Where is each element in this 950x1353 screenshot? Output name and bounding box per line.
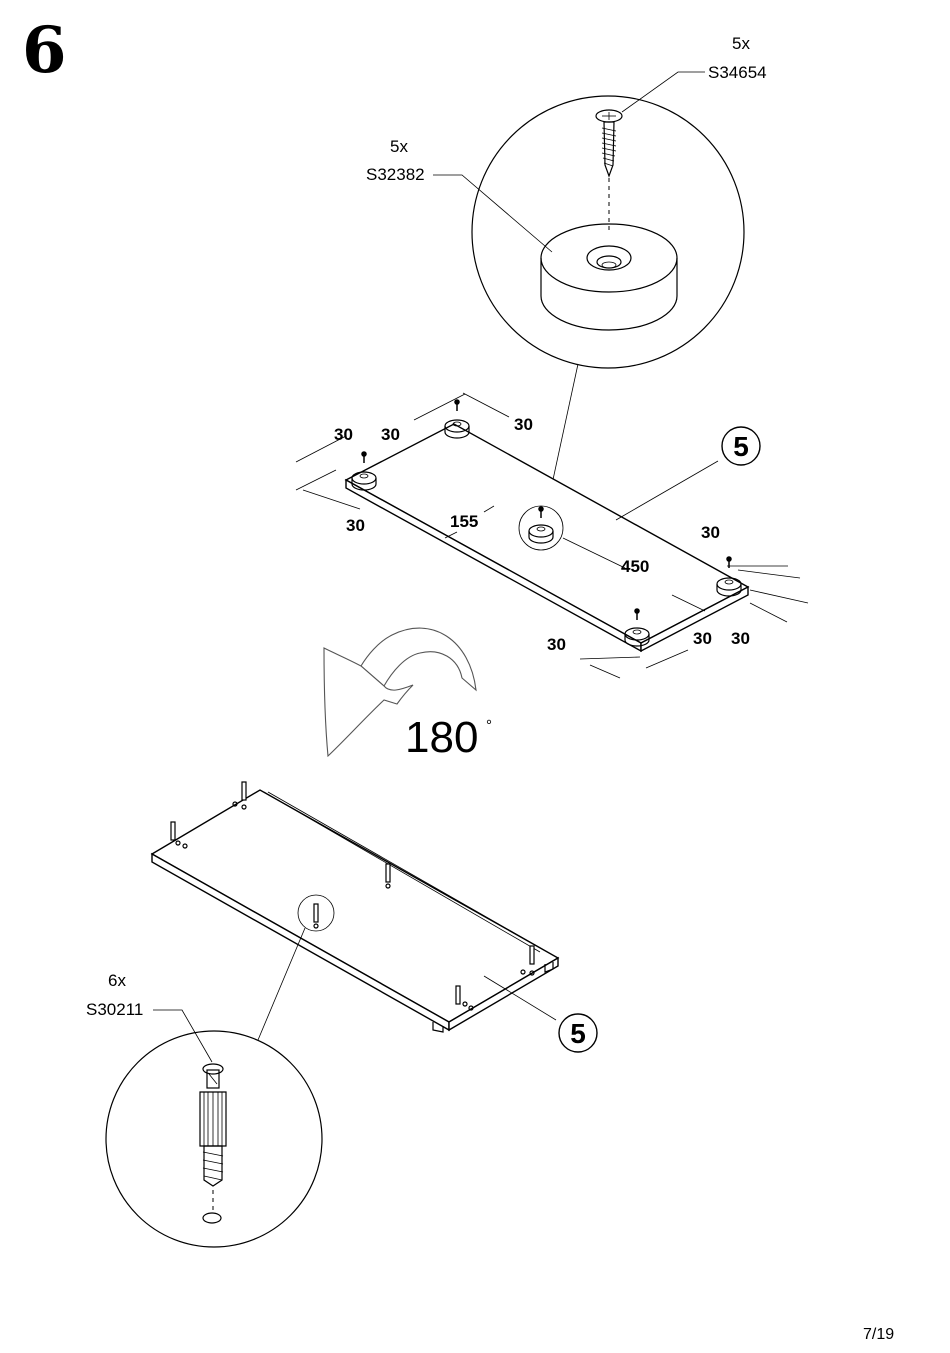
screw-icon	[361, 399, 732, 620]
foot-pad-icon	[716, 577, 742, 597]
screw-code: S34654	[708, 63, 767, 82]
step-number: 6	[22, 13, 67, 88]
dimension-label: 30	[547, 635, 566, 654]
foot-leader-line	[433, 174, 553, 253]
rotate-arrow-icon	[323, 627, 477, 758]
dimension-label: 30	[381, 425, 400, 444]
detail-marker-circle	[297, 894, 335, 932]
foot-pad-icon	[351, 471, 377, 491]
screw-leader-line	[621, 71, 705, 113]
dimension-label: 30	[701, 523, 720, 542]
foot-qty: 5x	[390, 137, 408, 156]
dimension-label: 450	[621, 557, 649, 576]
screw-icon	[595, 109, 623, 230]
dowel-leader-line	[153, 1009, 213, 1063]
dimension-label: 155	[450, 512, 478, 531]
foot-pad-icon	[518, 505, 564, 551]
screw-qty: 5x	[732, 34, 750, 53]
board-bottom-view	[150, 789, 560, 1033]
dowel-code: S30211	[86, 1000, 143, 1019]
foot-pad-icon	[540, 223, 678, 331]
dimension-label: 30	[334, 425, 353, 444]
foot-pad-icon	[444, 419, 470, 439]
dowel-detail-circle	[105, 1030, 323, 1248]
detail-pointer-line	[257, 927, 306, 1041]
dowel-icon	[199, 1063, 227, 1224]
foot-code: S32382	[366, 165, 425, 184]
dimension-label: 30	[514, 415, 533, 434]
dimension-lines	[295, 392, 809, 679]
dimension-label: 30	[693, 629, 712, 648]
part-number: 5	[733, 431, 749, 462]
rotation-value: 180	[405, 713, 478, 762]
part-leader-line	[483, 975, 557, 1021]
foot-detail-circle	[471, 95, 745, 369]
part-number-badge: 5	[721, 426, 761, 466]
dowel-qty: 6x	[108, 971, 126, 990]
part-number: 5	[570, 1018, 586, 1049]
dowel-icon	[170, 781, 535, 1011]
rotation-unit: °	[486, 717, 492, 734]
page-number: 7/19	[863, 1326, 894, 1343]
board-top-view	[344, 423, 750, 653]
dimension-label: 30	[346, 516, 365, 535]
dimension-label: 30	[731, 629, 750, 648]
foot-pad-icon	[624, 627, 650, 647]
part-number-badge: 5	[558, 1013, 598, 1053]
